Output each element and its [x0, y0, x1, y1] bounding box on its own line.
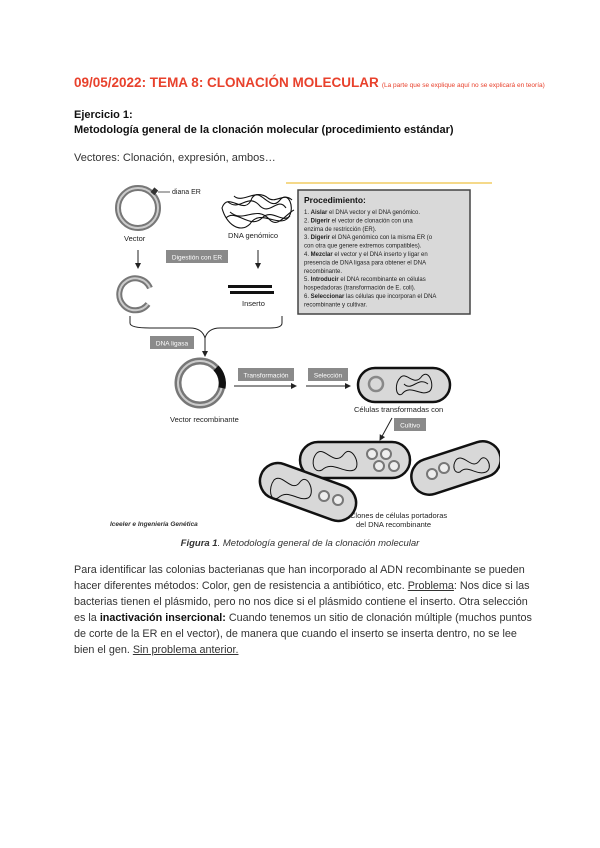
- body-paragraph: Para identificar las colonias bacteriana…: [74, 562, 534, 658]
- cut-plasmid: [116, 275, 153, 314]
- caption-text: . Metodología general de la clonación mo…: [217, 538, 420, 549]
- label-clones-1: Clones de células portadoras: [350, 511, 447, 520]
- insertional-inactivation-term: inactivación insercional:: [99, 612, 226, 624]
- label-transformation: Transformación: [244, 373, 289, 380]
- label-culture: Cultivo: [400, 423, 420, 430]
- page-title: 09/05/2022: TEMA 8: CLONACIÓN MOLECULAR(…: [74, 74, 545, 92]
- label-recombinant-vector: Vector recombinante: [170, 415, 239, 424]
- cloning-diagram: diana ER Vector DNA genómico Digestión c…: [110, 182, 502, 529]
- procedure-step-line: 5. Introducir el DNA recombinante en cél…: [304, 277, 426, 283]
- para-part-2: : Nos dice si las bacterias tienen el pl…: [74, 580, 530, 624]
- bracket: [129, 316, 283, 340]
- exercise-title: Metodología general de la clonación mole…: [74, 124, 454, 136]
- procedure-step-line: hospedadoras (transformación de E. coli)…: [304, 286, 416, 292]
- transformed-cell: [356, 366, 452, 404]
- transformation-box: [238, 368, 294, 381]
- procedure-step-line: recombinante y cultivar.: [304, 302, 367, 308]
- procedure-step-line: recombinante.: [304, 269, 342, 275]
- procedure-step-line: 1. Aislar el DNA vector y el DNA genómic…: [304, 210, 420, 216]
- ligase-box: [150, 336, 194, 349]
- exercise-number: Ejercicio 1:: [74, 109, 133, 121]
- exercise-heading: Ejercicio 1: Metodología general de la c…: [74, 108, 454, 138]
- title-text: 09/05/2022: TEMA 8: CLONACIÓN MOLECULAR: [74, 75, 379, 90]
- label-ligase: DNA ligasa: [156, 341, 189, 348]
- label-clones-2: del DNA recombinante: [356, 520, 431, 529]
- insert-fragment: [228, 285, 274, 294]
- procedure-title: Procedimiento:: [304, 195, 366, 205]
- procedure-step-line: presencia de DNA ligasa para obtener el …: [304, 260, 426, 266]
- recombinant-vector: [174, 357, 226, 409]
- figure-watermark: Iceeler e Ingeniería Genética: [110, 521, 198, 528]
- figure-caption: Figura 1. Metodología general de la clon…: [0, 538, 600, 549]
- vector-plasmid: [115, 185, 161, 231]
- label-transformed-cells: Células transformadas con: [354, 405, 443, 414]
- clone-cell-left: [258, 461, 358, 523]
- title-note: (La parte que se explique aquí no se exp…: [381, 82, 545, 89]
- para-part-1: Para identificar las colonias bacteriana…: [74, 564, 525, 592]
- vectors-line: Vectores: Clonación, expresión, ambos…: [74, 152, 276, 164]
- caption-label: Figura 1: [180, 538, 218, 549]
- label-selection: Selección: [314, 373, 343, 380]
- para-part-3: Cuando tenemos un sitio de clonación múl…: [74, 612, 532, 656]
- procedure-step-line: 3. Digerir el DNA genómico con la misma …: [304, 235, 433, 241]
- genomic-dna-tangle: [221, 194, 295, 229]
- problem-term: Problema: [407, 580, 454, 592]
- label-digestion: Digestión con ER: [172, 255, 223, 262]
- procedure-step-line: 4. Mezclar el vector y el DNA inserto y …: [304, 252, 428, 258]
- procedure-step-line: 6. Seleccionar las células que incorpora…: [304, 294, 436, 300]
- procedure-box: Procedimiento: 1. Aislar el DNA vector y…: [297, 189, 471, 315]
- label-vector: Vector: [124, 234, 146, 243]
- digestion-box: [166, 250, 228, 263]
- selection-box: [308, 368, 348, 381]
- clone-cell-top: [298, 440, 412, 480]
- no-problem-term: Sin problema anterior.: [132, 644, 239, 656]
- label-target: diana ER: [172, 189, 201, 196]
- culture-box: [394, 418, 426, 431]
- cloning-figure: diana ER Vector DNA genómico Digestión c…: [110, 178, 502, 533]
- procedure-step-line: enzima de restricción (ER).: [304, 227, 377, 233]
- label-insert: Inserto: [242, 299, 265, 308]
- procedure-step-line: 2. Digerir el vector de clonación con un…: [304, 218, 413, 224]
- procedure-step-line: con otra que genere extremos compatibles…: [304, 244, 422, 250]
- clone-cell-right: [410, 440, 502, 496]
- procedure-steps: 1. Aislar el DNA vector y el DNA genómic…: [304, 210, 436, 308]
- label-genomic-dna: DNA genómico: [228, 231, 278, 240]
